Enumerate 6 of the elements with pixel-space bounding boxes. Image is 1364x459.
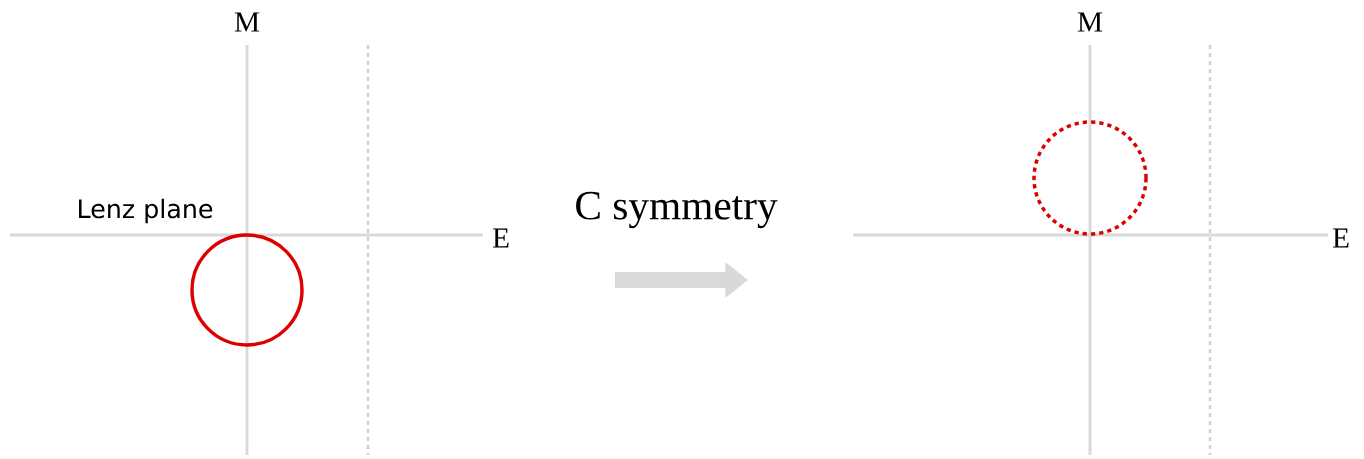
plane-label: Lenz plane [79, 198, 213, 224]
axis-label: E [1332, 228, 1349, 248]
axis-label: E [492, 228, 509, 248]
axis-label: M [234, 12, 260, 32]
arrow-label: C symmetry [576, 191, 778, 229]
axis-label: M [1077, 12, 1103, 32]
